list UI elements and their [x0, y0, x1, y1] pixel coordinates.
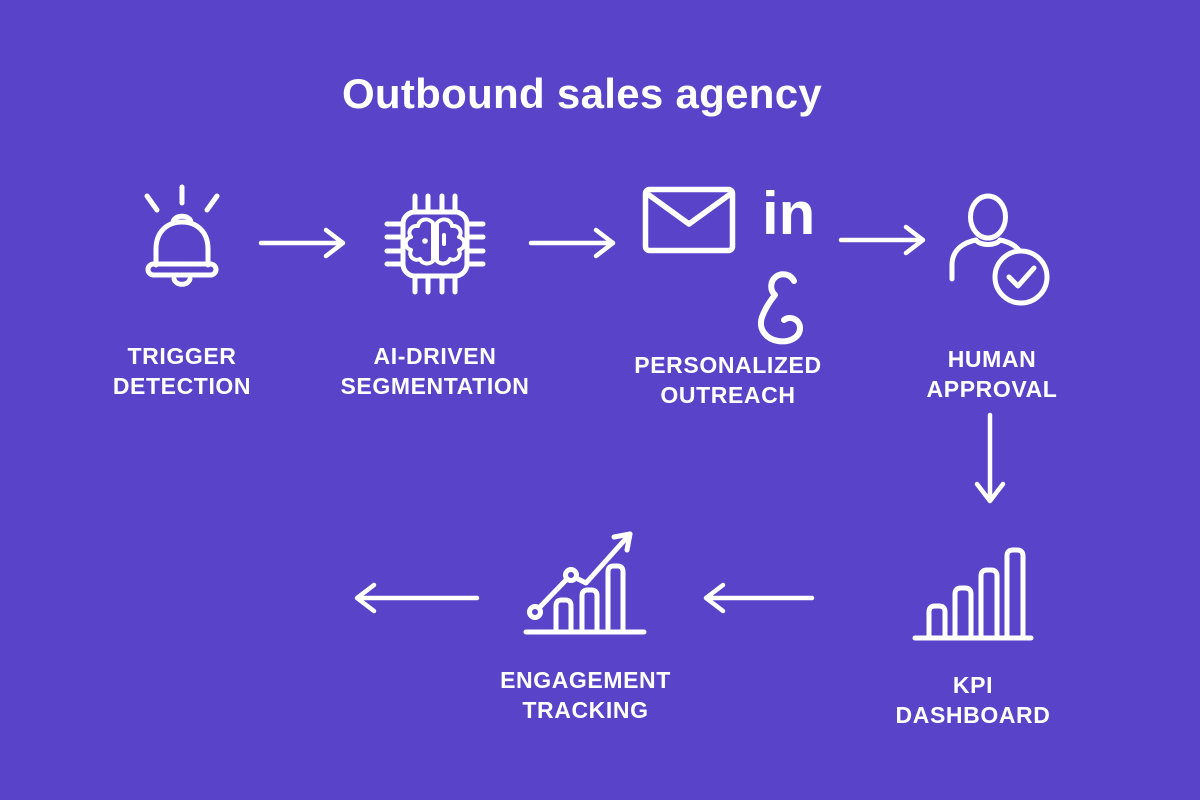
trend-line-chart-icon [523, 531, 647, 635]
brain-dot [422, 238, 428, 244]
step-label: ENGAGEMENT TRACKING [500, 665, 671, 725]
ai-chip-brain-icon [384, 193, 486, 295]
arrow-left-icon [354, 582, 480, 614]
step-label-line: DETECTION [112, 373, 252, 399]
step-label-line: PERSONALIZED [634, 352, 822, 378]
step-label-line: TRACKING [522, 697, 649, 723]
diagram-title: Outbound sales agency [341, 70, 823, 117]
arrow-right-icon [258, 227, 346, 259]
step-label-line: OUTREACH [660, 382, 796, 408]
step-label-line: DASHBOARD [895, 702, 1051, 728]
outreach-channel-icons: in [642, 186, 814, 254]
step-label: TRIGGER DETECTION [113, 341, 251, 401]
step-label-line: ENGAGEMENT [500, 667, 671, 693]
step-label: KPI DASHBOARD [896, 670, 1051, 730]
flow-step-kpi-dashboard: KPI DASHBOARD [858, 532, 1088, 730]
alarm-bell-icon [144, 184, 220, 287]
step-label: AI-DRIVEN SEGMENTATION [340, 341, 529, 401]
step-label-line: HUMAN [947, 346, 1037, 372]
linkedin-icon: in [762, 186, 814, 244]
arrow-down-icon [974, 412, 1006, 504]
check-mark [1006, 265, 1036, 289]
step-label: PERSONALIZED OUTREACH [634, 350, 821, 410]
step-label-line: APPROVAL [926, 376, 1058, 402]
flow-step-ai-driven-segmentation: AI-DRIVEN SEGMENTATION [320, 178, 550, 401]
step-label-line: SEGMENTATION [340, 373, 530, 399]
bar-chart-icon [912, 547, 1034, 641]
flow-step-personalized-outreach: in PERSONALIZED OUTREACH [613, 186, 843, 410]
arrow-right-icon [528, 227, 616, 259]
step-label-line: AI-DRIVEN [373, 343, 497, 369]
step-label: HUMAN APPROVAL [927, 344, 1058, 404]
email-envelope-icon [642, 186, 736, 254]
linkedin-text: in [762, 186, 814, 244]
flow-step-engagement-tracking: ENGAGEMENT TRACKING [468, 520, 703, 725]
flow-step-human-approval: HUMAN APPROVAL [877, 185, 1107, 404]
arrow-right-icon [838, 224, 926, 256]
phone-wrap [731, 264, 815, 350]
approval-check-circle [992, 248, 1049, 306]
step-label-line: KPI [952, 672, 994, 698]
flow-step-trigger-detection: TRIGGER DETECTION [92, 182, 272, 401]
step-label-line: TRIGGER [127, 343, 237, 369]
phone-icon [758, 271, 803, 345]
arrow-left-icon [703, 582, 815, 614]
person-check-icon [949, 193, 1049, 306]
